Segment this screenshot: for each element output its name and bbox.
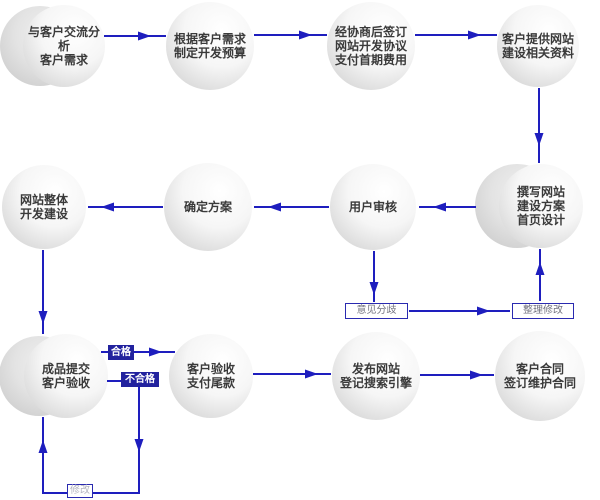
arrowhead-unqualified-down [134,439,144,452]
label-qualified: 合格 [108,345,134,360]
node-materials-label: 客户提供网站 建设相关资料 [501,32,574,60]
node-confirm: 确定方案 [164,163,252,251]
node-confirm-label: 确定方案 [183,200,232,214]
node-contract-label: 经协商后签订 网站开发协议 支付首期费用 [334,25,407,67]
arrowhead-develop-to-submit [38,311,48,324]
arrowhead-submit-to-payment [149,347,162,357]
node-materials: 客户提供网站 建设相关资料 [497,5,579,87]
arrowhead-review-to-confirm [268,202,281,212]
arrowhead-design-to-review [433,202,446,212]
edge-arrowheads [38,30,545,453]
node-develop: 网站整体 开发建设 [2,165,86,249]
node-payment-label: 客户验收 支付尾款 [186,362,235,390]
node-payment: 客户验收 支付尾款 [169,334,253,418]
node-analyze-label: 与客户交流分析 客户需求 [27,25,100,67]
node-budget: 根据客户需求 制定开发预算 [166,2,254,90]
node-design: 撰写网站 建设方案 首页设计 [499,164,583,248]
node-analyze: 与客户交流分析 客户需求 [23,5,105,87]
node-design-label: 撰写网站 建设方案 首页设计 [516,185,565,227]
arrowhead-publish-to-maintain [470,370,483,380]
arrowhead-review-to-disagreement [369,282,379,295]
arrowhead-materials-to-design [534,133,544,146]
arrowhead-contract-to-materials [468,30,481,40]
node-maintain-label: 客户合同 签订维护合同 [503,362,576,390]
edge-lines [42,34,541,494]
node-publish-label: 发布网站 登记搜索引擎 [339,362,412,390]
node-maintain: 客户合同 签订维护合同 [495,331,585,421]
arrowhead-budget-to-contract [299,30,312,40]
node-publish: 发布网站 登记搜索引擎 [332,332,420,420]
node-review-label: 用户审核 [348,200,397,214]
label-reorganize: 整理修改 [512,303,574,319]
node-budget-label: 根据客户需求 制定开发预算 [173,32,246,60]
arrowhead-payment-to-publish [305,369,318,379]
label-disagreement: 意见分歧 [345,303,408,319]
arrowhead-revise-up [38,440,48,453]
node-review: 用户审核 [330,164,416,250]
node-develop-label: 网站整体 开发建设 [19,193,68,221]
node-submit: 成品提交 客户验收 [24,334,108,418]
node-contract: 经协商后签订 网站开发协议 支付首期费用 [327,2,415,90]
label-unqualified: 不合格 [121,372,159,387]
arrowhead-analyze-to-budget [138,31,151,41]
node-submit-label: 成品提交 客户验收 [41,362,90,390]
arrowhead-reorganize-to-design [535,262,545,275]
label-revise: 修改 [67,484,93,498]
arrowhead-disagreement-to-reorganize [477,306,490,316]
arrowhead-confirm-to-develop [101,202,114,212]
